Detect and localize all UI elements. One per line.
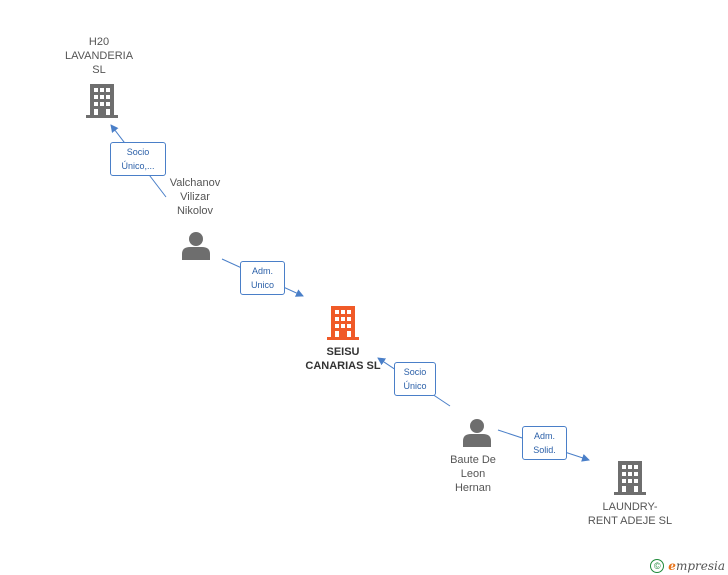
node-label-line: Vilizar	[180, 191, 210, 203]
node-label-line: SL	[92, 64, 106, 76]
edge-label-line: Socio	[403, 367, 427, 377]
node-label-line: Hernan	[454, 482, 492, 494]
node-label-line: Baute De	[450, 454, 496, 466]
node-label-line: LAVANDERIA	[64, 50, 134, 62]
brand-logo: empresia	[668, 559, 725, 573]
edge-label-line: Único,...	[121, 161, 155, 171]
edge-label-adm-solid[interactable]: Adm. Solid.	[522, 426, 567, 460]
edge-label-socio-unico-seisu[interactable]: Socio Único	[394, 362, 436, 396]
edge-label-adm-unico[interactable]: Adm. Unico	[240, 261, 285, 295]
node-label-line: LAUNDRY-	[602, 501, 658, 513]
node-label: Valchanov Vilizar Nikolov	[146, 176, 244, 218]
node-label-line: Nikolov	[176, 205, 214, 217]
node-label: SEISU CANARIAS SL	[290, 345, 396, 373]
node-label-line: RENT ADEJE SL	[587, 515, 673, 527]
brand-initial: e	[668, 559, 676, 573]
person-icon	[182, 232, 210, 260]
edge-label-line: Unico	[250, 280, 274, 290]
building-icon	[614, 461, 646, 495]
node-label: LAUNDRY- RENT ADEJE SL	[574, 500, 686, 528]
brand-rest: mpresia	[675, 559, 725, 573]
footer-brand[interactable]: © empresia	[650, 559, 725, 573]
edge-label-line: Socio	[126, 147, 150, 157]
edge-label-line: Solid.	[533, 445, 556, 455]
edge-label-socio-unico-h20[interactable]: Socio Único,...	[110, 142, 166, 176]
node-label-line: CANARIAS SL	[305, 360, 381, 372]
copyright-icon: ©	[650, 559, 665, 573]
edge-label-line: Adm.	[533, 431, 555, 441]
edge-label-line: Adm.	[251, 266, 273, 276]
node-label-line: SEISU	[326, 346, 360, 358]
building-icon	[86, 84, 118, 118]
node-label-line: Leon	[460, 468, 486, 480]
node-label-line: Valchanov	[169, 177, 221, 189]
node-label: H20 LAVANDERIA SL	[48, 35, 150, 77]
edge-label-line: Único	[403, 381, 427, 391]
person-icon	[463, 419, 491, 447]
node-label-line: H20	[88, 36, 110, 48]
building-icon	[327, 306, 359, 340]
node-label: Baute De Leon Hernan	[428, 453, 518, 495]
